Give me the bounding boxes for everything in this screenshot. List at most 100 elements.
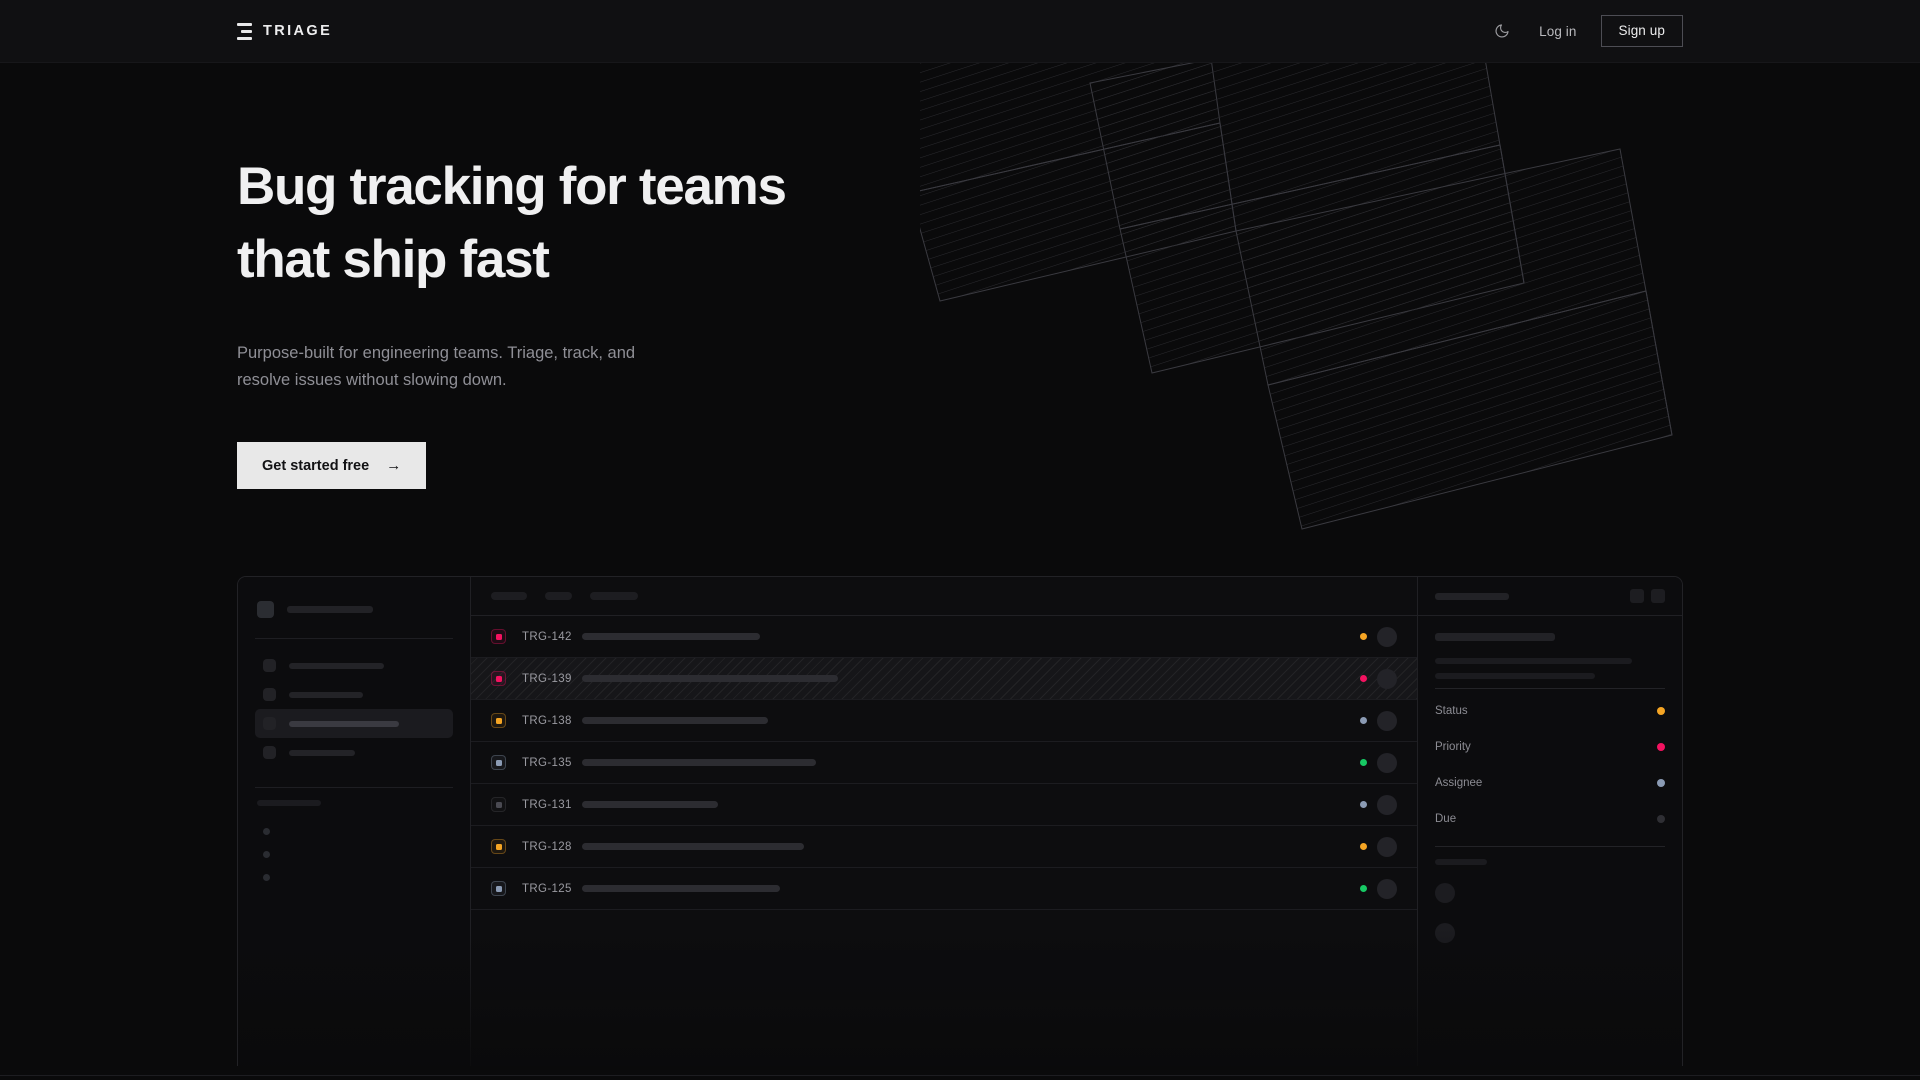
row-meta [1360,627,1397,647]
avatar [1377,711,1397,731]
toolbar-control-placeholder-0[interactable] [491,592,527,600]
hero-content: Bug tracking for teams that ship fast Pu… [0,160,1920,489]
issue-id: TRG-135 [522,757,582,769]
activity-row-0 [1435,873,1665,913]
mock-sidebar-item-0[interactable] [255,651,453,680]
table-row[interactable]: TRG-125 [471,868,1417,910]
meta-label: Due [1435,813,1456,825]
hero-title-line-1: Bug tracking for teams [237,160,937,213]
detail-body-line-1 [1435,673,1595,679]
issue-title-placeholder [582,633,760,640]
table-row[interactable]: TRG-142 [471,616,1417,658]
priority-badge-icon [491,671,506,686]
detail-activity-list [1435,873,1665,953]
issue-id: TRG-131 [522,799,582,811]
navbar-actions: Log in Sign up [1489,15,1683,47]
mock-sidebar-dot-item-0[interactable] [255,820,453,843]
issue-title-placeholder [582,843,804,850]
table-row[interactable]: TRG-139 [471,658,1417,700]
bullet-dot-icon [263,828,270,835]
meta-value-dot-icon [1657,815,1665,823]
avatar [1435,923,1455,943]
detail-meta-row[interactable]: Assignee [1435,765,1665,801]
mock-list-toolbar [471,577,1417,616]
section-divider [0,1075,1920,1076]
mock-sidebar [238,577,471,1066]
row-meta [1360,837,1397,857]
toolbar-control-placeholder-2[interactable] [590,592,638,600]
mock-sidebar-dot-item-2[interactable] [255,866,453,889]
sidebar-section-label-placeholder [257,800,321,806]
status-dot-icon [1360,675,1367,682]
page-title: Bug tracking for teams that ship fast [237,160,937,286]
priority-badge-icon [491,881,506,896]
row-meta [1360,795,1397,815]
row-meta [1360,879,1397,899]
detail-header-button-0[interactable] [1630,589,1644,603]
detail-meta-row[interactable]: Due [1435,801,1665,837]
mock-issue-list: TRG-142TRG-139TRG-138TRG-135TRG-131TRG-1… [471,577,1417,1066]
avatar [1377,879,1397,899]
bullet-dot-icon [263,851,270,858]
sidebar-item-icon-placeholder [263,717,276,730]
issue-id: TRG-142 [522,631,582,643]
sidebar-item-icon-placeholder [263,659,276,672]
mock-sidebar-dot-item-1[interactable] [255,843,453,866]
issue-id: TRG-139 [522,673,582,685]
login-link[interactable]: Log in [1539,24,1576,39]
detail-meta-row[interactable]: Status [1435,693,1665,729]
status-dot-icon [1360,885,1367,892]
priority-badge-icon [491,797,506,812]
mock-issue-rows: TRG-142TRG-139TRG-138TRG-135TRG-131TRG-1… [471,616,1417,1066]
issue-id: TRG-125 [522,883,582,895]
bullet-dot-icon [263,874,270,881]
avatar [1377,627,1397,647]
detail-divider-1 [1435,688,1665,689]
table-row[interactable]: TRG-135 [471,742,1417,784]
brand-logo[interactable]: TRIAGE [237,23,332,40]
priority-badge-icon [491,839,506,854]
meta-value-dot-icon [1657,743,1665,751]
arrow-right-icon: → [386,458,401,473]
get-started-label: Get started free [262,459,369,474]
mock-detail-panel: StatusPriorityAssigneeDue [1417,577,1682,1066]
mock-sidebar-item-1[interactable] [255,680,453,709]
detail-body-line-0 [1435,658,1632,664]
priority-badge-icon [491,713,506,728]
issue-title-placeholder [582,717,768,724]
activity-label-placeholder [1435,859,1487,865]
priority-badge-icon [491,629,506,644]
detail-header-buttons [1630,589,1665,603]
detail-heading-placeholder [1435,633,1555,641]
status-dot-icon [1360,843,1367,850]
table-row[interactable]: TRG-138 [471,700,1417,742]
top-navbar: TRIAGE Log in Sign up [0,0,1920,63]
get-started-button[interactable]: Get started free → [237,442,426,489]
detail-title-placeholder [1435,593,1509,600]
avatar [1377,753,1397,773]
sidebar-item-icon-placeholder [263,746,276,759]
sidebar-item-label-placeholder [289,750,355,756]
hero-subtitle: Purpose-built for engineering teams. Tri… [237,340,717,393]
hero-section: Bug tracking for teams that ship fast Pu… [0,63,1920,1080]
table-row[interactable]: TRG-131 [471,784,1417,826]
hero-subtitle-line-2: resolve issues without slowing down. [237,367,717,394]
mock-sidebar-item-2[interactable] [255,709,453,738]
mock-sidebar-item-3[interactable] [255,738,453,767]
sidebar-divider-top [255,638,453,639]
mock-sidebar-dotlist [255,820,453,889]
meta-label: Status [1435,705,1468,717]
detail-divider-2 [1435,846,1665,847]
sidebar-item-label-placeholder [289,663,384,669]
meta-value-dot-icon [1657,707,1665,715]
table-row[interactable]: TRG-128 [471,826,1417,868]
navbar-inner: TRIAGE Log in Sign up [0,15,1920,47]
detail-header-button-1[interactable] [1651,589,1665,603]
activity-row-1 [1435,913,1665,953]
toolbar-control-placeholder-1[interactable] [545,592,572,600]
moon-icon[interactable] [1489,18,1515,44]
mock-sidebar-workspace[interactable] [255,598,453,618]
detail-meta-row[interactable]: Priority [1435,729,1665,765]
brand-name: TRIAGE [263,23,332,39]
signup-button[interactable]: Sign up [1601,15,1684,47]
